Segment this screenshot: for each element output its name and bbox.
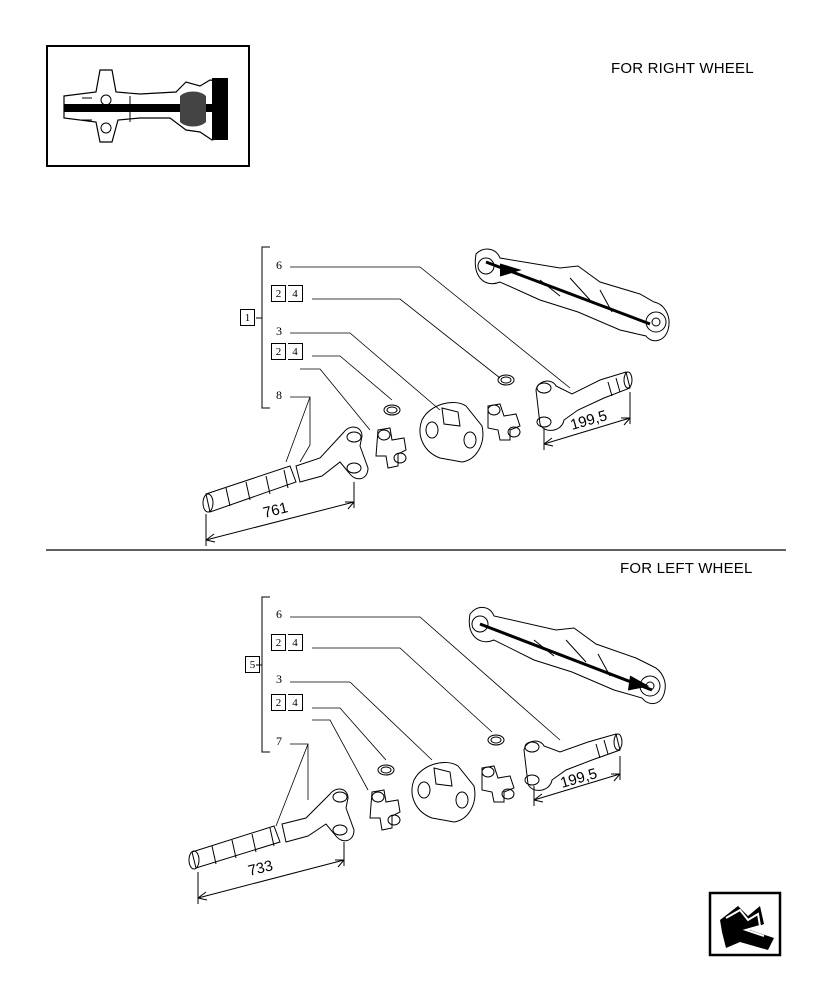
item-ref-4: 4 — [288, 694, 303, 711]
heading-right-wheel: FOR RIGHT WHEEL — [611, 60, 754, 77]
left-wheel-exploded-view — [188, 596, 666, 904]
heading-left-wheel: FOR LEFT WHEEL — [620, 560, 753, 577]
item-ref-7: 7 — [276, 734, 282, 748]
item-ref-3: 3 — [276, 324, 282, 338]
item-qty-box: 2 — [271, 634, 286, 651]
group-ref-left: 5 — [245, 656, 260, 673]
item-ref-6: 6 — [276, 607, 282, 621]
item-qty-box: 2 — [271, 343, 286, 360]
item-ref-4: 4 — [288, 285, 303, 302]
group-ref-right: 1 — [240, 309, 255, 326]
item-qty-box: 2 — [271, 694, 286, 711]
item-qty-box: 2 — [271, 285, 286, 302]
item-ref-6: 6 — [276, 258, 282, 272]
item-ref-3: 3 — [276, 672, 282, 686]
item-ref-4: 4 — [288, 634, 303, 651]
axle-section-thumbnail-icon — [46, 45, 250, 167]
item-ref-8: 8 — [276, 388, 282, 402]
item-ref-4: 4 — [288, 343, 303, 360]
right-wheel-exploded-view — [202, 246, 670, 546]
next-page-arrow-icon[interactable] — [708, 891, 782, 957]
